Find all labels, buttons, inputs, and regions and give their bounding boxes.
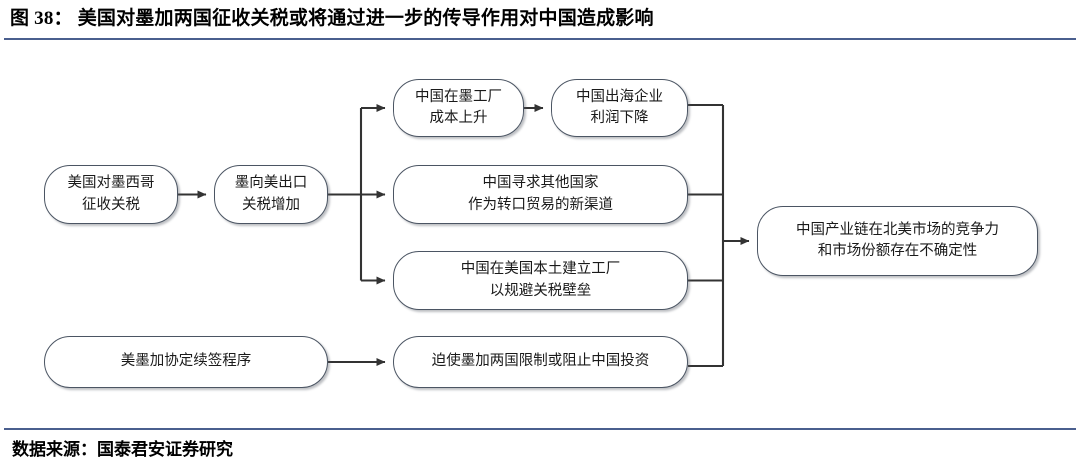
node-label: 美国对墨西哥 征收关税 bbox=[67, 175, 155, 213]
node-china-profit-drop[interactable]: 中国出海企业 利润下降 bbox=[551, 79, 688, 137]
node-label: 中国寻求其他国家 作为转口贸易的新渠道 bbox=[468, 175, 613, 213]
node-us-local-plant[interactable]: 中国在美国本土建立工厂 以规避关税壁垒 bbox=[393, 251, 688, 310]
node-usmca-renewal[interactable]: 美墨加协定续签程序 bbox=[44, 336, 328, 388]
footer-divider bbox=[4, 428, 1076, 430]
node-label: 中国在美国本土建立工厂 以规避关税壁垒 bbox=[460, 261, 621, 299]
title-divider bbox=[4, 38, 1076, 40]
flowchart-canvas: 美国对墨西哥 征收关税 墨向美出口 关税增加 中国在墨工厂 成本上升 中国出海企… bbox=[0, 46, 1080, 424]
source-note: 数据来源：国泰君安证券研究 bbox=[12, 440, 233, 459]
node-uncertainty[interactable]: 中国产业链在北美市场的竞争力 和市场份额存在不确定性 bbox=[757, 206, 1038, 276]
node-label: 美墨加协定续签程序 bbox=[120, 353, 252, 370]
node-us-tariff-mexico[interactable]: 美国对墨西哥 征收关税 bbox=[44, 165, 178, 224]
node-label: 中国产业链在北美市场的竞争力 和市场份额存在不确定性 bbox=[796, 221, 999, 259]
node-label: 墨向美出口 关税增加 bbox=[234, 175, 308, 213]
node-restrict-invest[interactable]: 迫使墨加两国限制或阻止中国投资 bbox=[393, 336, 688, 388]
node-mex-export-tariff[interactable]: 墨向美出口 关税增加 bbox=[214, 165, 328, 224]
node-china-plant-cost[interactable]: 中国在墨工厂 成本上升 bbox=[393, 79, 524, 137]
node-transit-trade[interactable]: 中国寻求其他国家 作为转口贸易的新渠道 bbox=[393, 165, 688, 224]
flowchart-connectors bbox=[178, 103, 750, 368]
page-title: 图 38： 美国对墨加两国征收关税或将通过进一步的传导作用对中国造成影响 bbox=[10, 8, 654, 29]
node-label: 迫使墨加两国限制或阻止中国投资 bbox=[431, 353, 650, 370]
node-label: 中国出海企业 利润下降 bbox=[576, 88, 663, 126]
node-label: 中国在墨工厂 成本上升 bbox=[415, 88, 502, 126]
